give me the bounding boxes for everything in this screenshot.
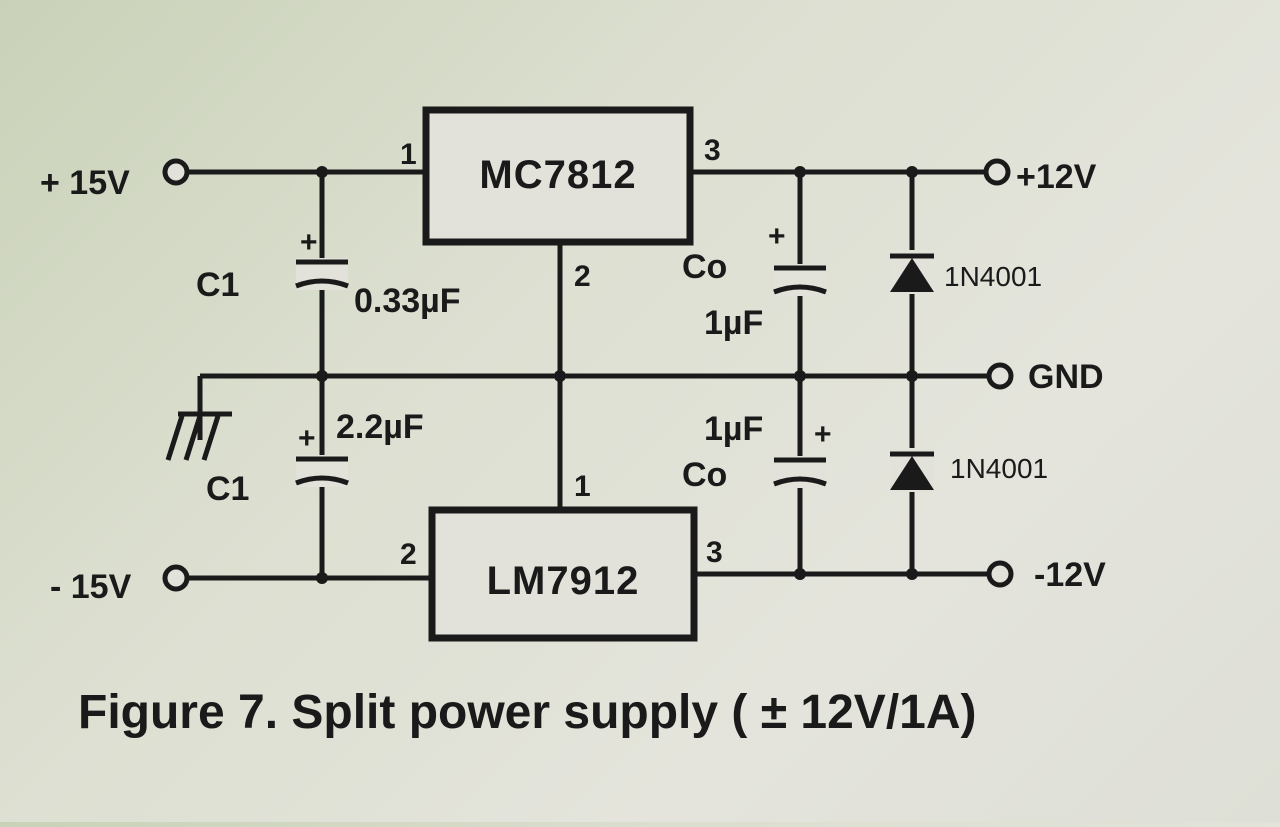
- polarity-mark-c1-top: +: [300, 226, 318, 259]
- mc7812-label: MC7812: [479, 153, 636, 197]
- co-bottom-value: 1µF: [704, 410, 763, 448]
- neg-output-terminal: [986, 560, 1014, 588]
- terminals: [162, 158, 1014, 592]
- capacitor-c1-top-icon: [295, 258, 349, 290]
- junctions: [316, 166, 918, 584]
- diode-bottom-label: 1N4001: [950, 453, 1048, 484]
- c1-bottom-value: 2.2µF: [336, 408, 424, 446]
- lm7912-label: LM7912: [487, 559, 640, 603]
- ground-symbol-icon: [165, 411, 232, 461]
- capacitor-co-bottom-icon: [773, 456, 827, 488]
- co-bottom-name: Co: [682, 456, 727, 494]
- diode-top-label: 1N4001: [944, 261, 1042, 292]
- capacitor-c1-bottom-icon: [295, 455, 349, 487]
- gnd-label: GND: [1028, 358, 1104, 396]
- diode-top-icon: [890, 250, 934, 294]
- neg-output-label: -12V: [1034, 556, 1106, 594]
- gnd-terminal: [986, 362, 1014, 390]
- polarity-mark-c1-bottom: +: [298, 422, 316, 455]
- pos-input-label: + 15V: [40, 164, 130, 202]
- c1-top-name: C1: [196, 266, 239, 304]
- lm7912-regulator: [428, 506, 698, 642]
- junction-dot: [554, 370, 566, 382]
- junction-dot: [906, 166, 918, 178]
- diode-bottom-icon: [890, 448, 934, 492]
- pos-input-terminal: [162, 158, 190, 186]
- junction-dot: [794, 166, 806, 178]
- mc7812-regulator: [422, 106, 694, 246]
- junction-dot: [906, 568, 918, 580]
- mc7812-pin-out: 3: [704, 134, 721, 167]
- neg-input-label: - 15V: [50, 568, 132, 606]
- c1-bottom-name: C1: [206, 470, 249, 508]
- pos-output-label: +12V: [1016, 158, 1097, 196]
- junction-dot: [794, 568, 806, 580]
- figure-caption: Figure 7. Split power supply ( ± 12V/1A): [78, 686, 977, 739]
- pos-output-terminal: [983, 158, 1011, 186]
- junction-dot: [316, 166, 328, 178]
- lm7912-pin-in: 2: [400, 538, 417, 571]
- polarity-mark-co-bottom: +: [814, 418, 832, 451]
- c1-top-value: 0.33µF: [354, 282, 461, 320]
- lm7912-pin-out: 3: [706, 536, 723, 569]
- junction-dot: [316, 370, 328, 382]
- co-top-name: Co: [682, 248, 727, 286]
- capacitor-co-top-icon: [773, 264, 827, 296]
- junction-dot: [906, 370, 918, 382]
- mc7812-pin-gnd: 2: [574, 260, 591, 293]
- lm7912-pin-gnd: 1: [574, 470, 591, 503]
- polarity-mark-co-top: +: [768, 220, 786, 253]
- neg-input-terminal: [162, 564, 190, 592]
- junction-dot: [794, 370, 806, 382]
- junction-dot: [316, 572, 328, 584]
- mc7812-pin-in: 1: [400, 138, 417, 171]
- co-top-value: 1µF: [704, 304, 763, 342]
